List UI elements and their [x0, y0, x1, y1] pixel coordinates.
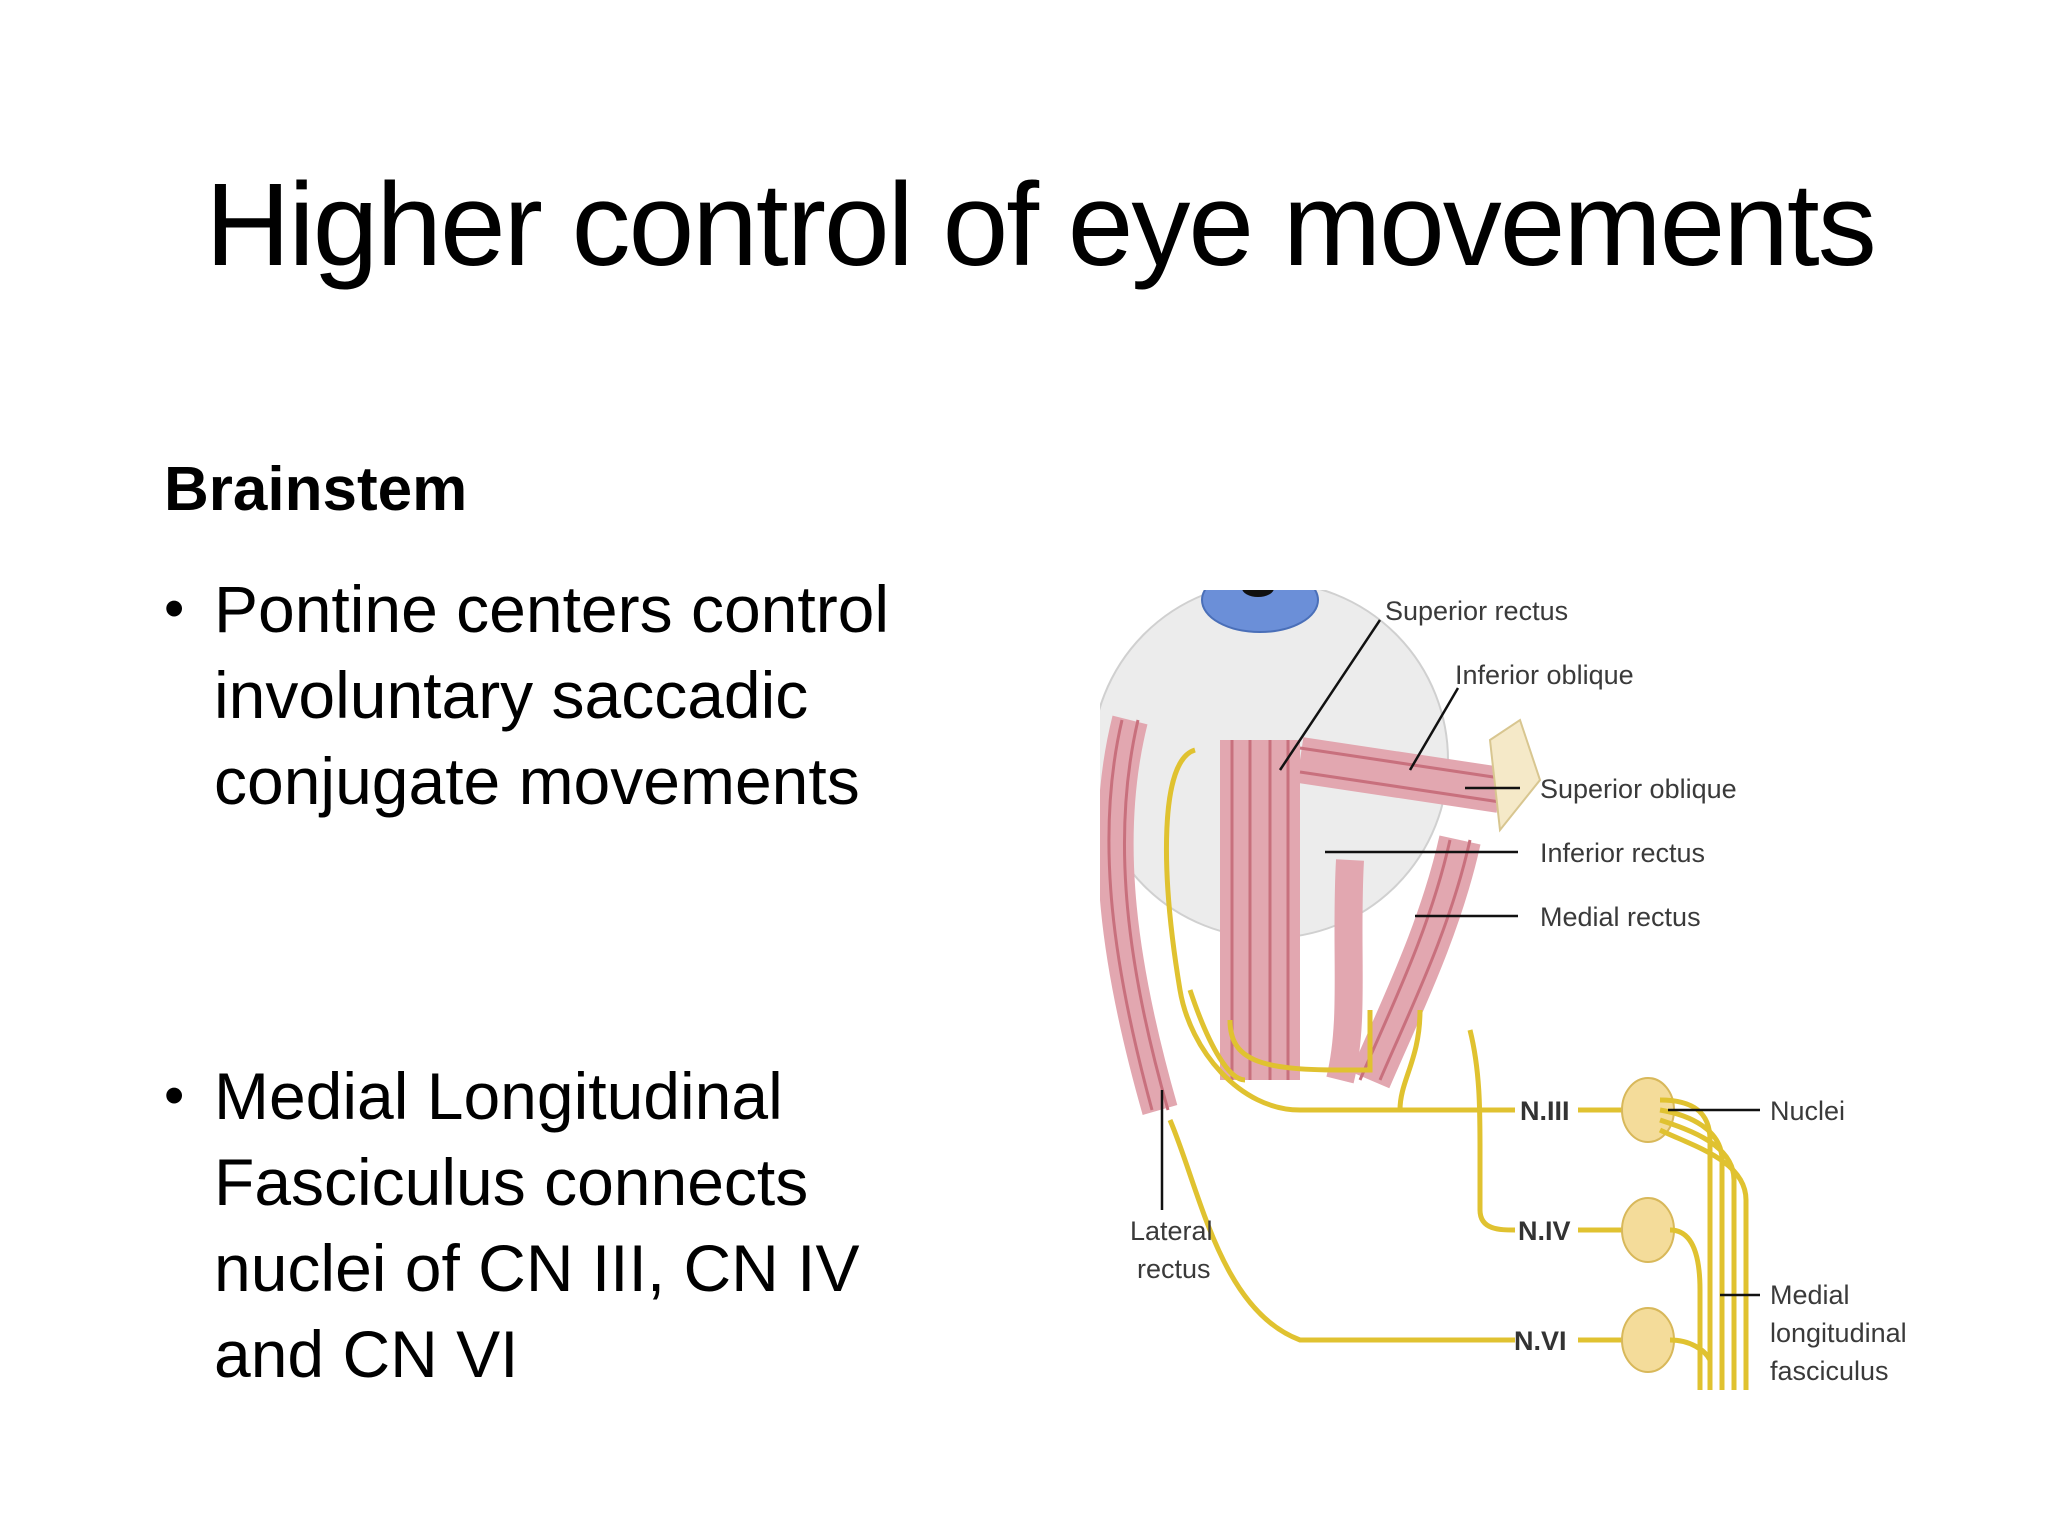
trochlea [1488, 718, 1542, 833]
eye-muscles-diagram: Superior rectus Inferior oblique Superio… [1100, 590, 1907, 1390]
label-nerve-3: N.III [1520, 1096, 1570, 1126]
label-inferior-oblique: Inferior oblique [1455, 660, 1634, 690]
label-lateral-rectus-1: Lateral [1130, 1216, 1213, 1246]
label-mlf-1: Medial [1770, 1280, 1850, 1310]
leader-lines [1160, 619, 1760, 1297]
label-mlf-2: longitudinal [1770, 1318, 1907, 1348]
bullet-text: Medial Longitudinal Fasciculus connects … [214, 1059, 860, 1391]
cranial-nerves [1164, 747, 1625, 1343]
nucleus-4 [1621, 1197, 1675, 1263]
slide-title: Higher control of eye movements [205, 159, 1876, 291]
bullet-marker: • [164, 1063, 185, 1128]
bullet-marker: • [164, 576, 185, 641]
nerve-6-path [1167, 1119, 1515, 1343]
iris [1201, 590, 1319, 633]
label-mlf-3: fasciculus [1770, 1356, 1889, 1386]
pupil [1242, 590, 1274, 597]
section-heading: Brainstem [164, 455, 468, 524]
bullet-text: Pontine centers control involuntary sacc… [214, 572, 890, 818]
bullet-item: • Medial Longitudinal Fasciculus connect… [164, 1053, 964, 1397]
superior-oblique-muscle [1296, 718, 1542, 833]
label-nerve-6: N.VI [1514, 1326, 1567, 1356]
label-inferior-rectus: Inferior rectus [1540, 838, 1705, 868]
label-superior-oblique: Superior oblique [1540, 774, 1737, 804]
nuclei [1621, 1077, 1675, 1373]
nerve-3-path [1164, 747, 1515, 1113]
nucleus-6 [1621, 1307, 1675, 1373]
lateral-rectus-muscle [1100, 715, 1178, 1115]
nerve-4-path [1467, 1029, 1516, 1233]
medial-rectus-muscle [1326, 835, 1481, 1089]
label-nuclei: Nuclei [1770, 1096, 1845, 1126]
bullet-item: • Pontine centers control involuntary sa… [164, 566, 964, 824]
label-superior-rectus: Superior rectus [1385, 596, 1568, 626]
label-nerve-4: N.IV [1518, 1216, 1571, 1246]
label-lateral-rectus-2: rectus [1137, 1254, 1211, 1284]
label-medial-rectus: Medial rectus [1540, 902, 1701, 932]
